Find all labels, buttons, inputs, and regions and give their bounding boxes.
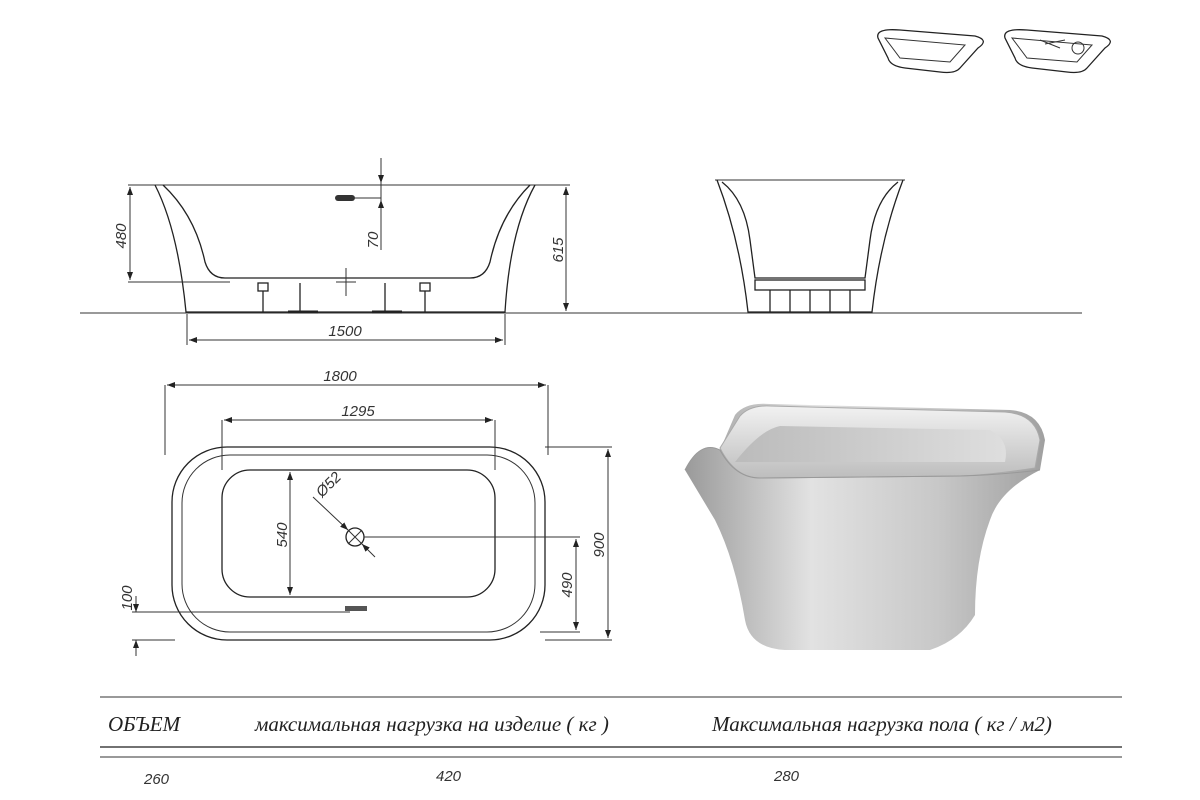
svg-text:1295: 1295 [341, 403, 375, 420]
value-max-load-product: 420 [436, 768, 462, 785]
svg-text:Ø52: Ø52 [312, 468, 345, 501]
svg-text:70: 70 [365, 231, 382, 248]
svg-text:100: 100 [119, 585, 136, 611]
svg-text:1500: 1500 [328, 323, 362, 340]
thumbnail-bath-empty-icon [877, 29, 984, 74]
svg-text:490: 490 [559, 572, 576, 598]
svg-text:615: 615 [550, 237, 567, 263]
svg-text:480: 480 [113, 223, 130, 249]
svg-text:1800: 1800 [323, 368, 357, 385]
svg-text:540: 540 [274, 522, 291, 548]
header-max-load-product: максимальная нагрузка на изделие ( кг ) [254, 712, 609, 736]
header-max-floor-load: Максимальная нагрузка пола ( кг / м2) [711, 712, 1052, 736]
value-max-floor-load: 280 [773, 768, 800, 785]
bathtub-3d-render [684, 403, 1045, 650]
thumbnail-bath-with-drain-icon [1004, 29, 1111, 74]
header-volume: ОБЪЕМ [108, 712, 182, 736]
value-volume: 260 [143, 771, 170, 788]
end-view [715, 179, 905, 313]
specs-table: ОБЪЕМ максимальная нагрузка на изделие (… [100, 696, 1122, 788]
svg-text:900: 900 [591, 532, 608, 558]
side-view: 480 615 70 1500 [80, 158, 1082, 345]
plan-view: Ø52 1800 1295 540 900 490 100 [119, 368, 612, 656]
